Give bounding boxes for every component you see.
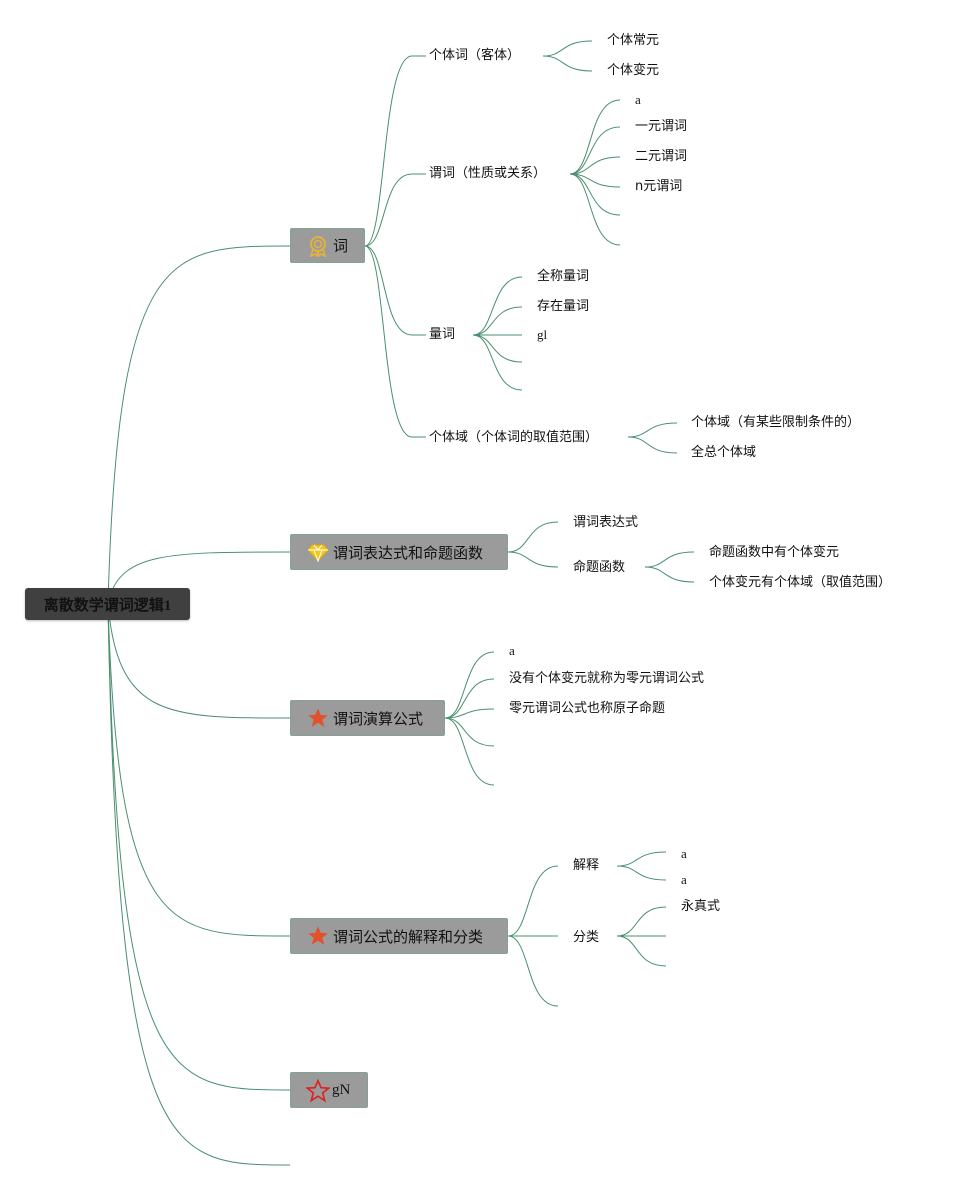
- star-outline-icon: [305, 1078, 331, 1103]
- subtopic-predicate-expression[interactable]: 谓词表达式: [573, 515, 639, 530]
- connector-line: [444, 717, 495, 747]
- subtopic-classification[interactable]: 分类: [573, 930, 600, 945]
- subtopic-quantifier[interactable]: 量词: [429, 327, 456, 342]
- leaf-unary-predicate[interactable]: 一元谓词: [635, 119, 688, 134]
- subtopic-zero-ary-formula[interactable]: 没有个体变元就称为零元谓词公式: [509, 671, 705, 686]
- branch-connector: [364, 173, 413, 247]
- root-connector: [107, 551, 291, 605]
- topic-predicate-expression[interactable]: 谓词表达式和命题函数: [290, 534, 508, 570]
- award-ribbon-icon: [307, 235, 329, 258]
- topic-predicate-calculus-formula[interactable]: 谓词演算公式: [290, 700, 445, 736]
- connector-line: [472, 276, 523, 336]
- leaf-individual-constant[interactable]: 个体常元: [607, 33, 660, 48]
- connector-line: [507, 935, 559, 1007]
- topic-label: 词: [333, 237, 349, 255]
- leaf-n-ary-predicate[interactable]: n元谓词: [635, 179, 683, 194]
- subtopic-domain[interactable]: 个体域（个体词的取值范围）: [429, 430, 599, 445]
- connector-line: [644, 551, 695, 568]
- subtopic-a[interactable]: a: [509, 643, 515, 658]
- leaf-tautology[interactable]: 永真式: [681, 899, 721, 914]
- leaf-restricted-domain[interactable]: 个体域（有某些限制条件的）: [691, 415, 861, 430]
- topic-interpretation-classification[interactable]: 谓词公式的解释和分类: [290, 918, 508, 954]
- topic-ci[interactable]: 词: [290, 228, 365, 263]
- subtopic-predicate[interactable]: 谓词（性质或关系）: [429, 166, 547, 181]
- connector-line: [472, 334, 523, 363]
- leaf-existential-quantifier[interactable]: 存在量词: [537, 299, 590, 314]
- leaf-variable-has-domain[interactable]: 个体变元有个体域（取值范围）: [709, 575, 892, 590]
- connector-line: [569, 99, 621, 175]
- connector-line: [569, 156, 621, 175]
- connector-line: [569, 173, 621, 188]
- connector-line: [542, 55, 593, 72]
- connector-line: [472, 306, 523, 336]
- connector-line: [472, 334, 523, 391]
- connector-line: [444, 678, 495, 719]
- topic-label: 谓词演算公式: [333, 709, 424, 728]
- connector-line: [616, 865, 667, 881]
- connector-line: [627, 436, 678, 454]
- connector-line: [542, 40, 593, 57]
- connector-line: [444, 651, 495, 719]
- connector-line: [507, 521, 559, 553]
- leaf-function-has-variable[interactable]: 命题函数中有个体变元: [709, 545, 840, 560]
- topic-label: 谓词公式的解释和分类: [333, 927, 484, 946]
- leaf-a-2[interactable]: a: [681, 872, 687, 887]
- branch-connector: [364, 245, 413, 438]
- leaf-individual-variable[interactable]: 个体变元: [607, 63, 660, 78]
- connector-line: [444, 708, 495, 719]
- root-topic-label: 离散数学谓词逻辑1: [43, 597, 172, 614]
- connector-line: [507, 551, 559, 568]
- root-topic[interactable]: 离散数学谓词逻辑1: [25, 588, 190, 620]
- branch-connector: [364, 245, 413, 336]
- root-connector: [107, 603, 291, 937]
- leaf-universal-quantifier[interactable]: 全称量词: [537, 269, 590, 284]
- root-connector: [107, 603, 291, 1166]
- leaf-gl[interactable]: gl: [537, 327, 548, 342]
- connector-line: [644, 566, 695, 583]
- connector-line: [569, 173, 621, 216]
- leaf-binary-predicate[interactable]: 二元谓词: [635, 149, 688, 164]
- leaf-a[interactable]: a: [635, 92, 641, 107]
- connector-line: [507, 865, 559, 937]
- connector-line: [627, 422, 678, 438]
- leaf-universal-domain[interactable]: 全总个体域: [691, 445, 757, 460]
- connector-line: [444, 717, 495, 786]
- root-connector: [107, 603, 291, 1091]
- connector-line: [616, 935, 667, 967]
- root-connector: [107, 245, 291, 605]
- subtopic-propositional-function[interactable]: 命题函数: [573, 560, 626, 575]
- diamond-icon: [307, 541, 329, 563]
- subtopic-individual-term[interactable]: 个体词（客体）: [429, 48, 521, 63]
- connector-line: [616, 851, 667, 867]
- branch-connector: [364, 55, 413, 247]
- connector-line: [569, 126, 621, 175]
- topic-label: gN: [332, 1081, 351, 1098]
- topic-gn[interactable]: gN: [290, 1072, 368, 1108]
- subtopic-interpretation[interactable]: 解释: [573, 858, 600, 873]
- topic-label: 谓词表达式和命题函数: [333, 543, 484, 562]
- root-connector: [107, 603, 291, 719]
- subtopic-atomic-proposition[interactable]: 零元谓词公式也称原子命题: [509, 701, 666, 716]
- star-filled-icon: [307, 925, 329, 947]
- star-filled-icon: [307, 707, 329, 729]
- connector-line: [569, 173, 621, 246]
- connector-line: [616, 906, 667, 937]
- leaf-a-1[interactable]: a: [681, 846, 687, 861]
